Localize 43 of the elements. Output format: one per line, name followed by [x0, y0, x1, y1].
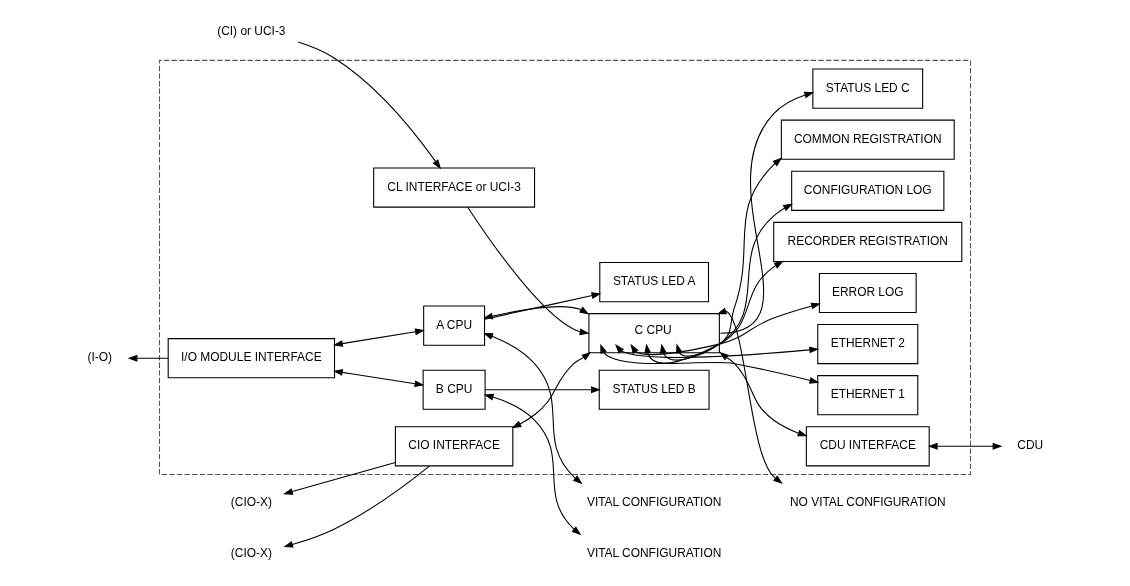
node-box: STATUS LED B [598, 369, 710, 410]
node-text: (CI) or UCI-3 [217, 24, 286, 39]
node-box: STATUS LED C [812, 68, 924, 109]
node-box: I/O MODULE INTERFACE [167, 338, 336, 379]
arrow [283, 462, 396, 495]
arrow [283, 465, 430, 548]
cluster [158, 59, 972, 476]
node-box: STATUS LED A [599, 262, 710, 303]
arrow [484, 292, 602, 320]
node-box: COMMON REGISTRATION [780, 119, 955, 160]
arrow [333, 369, 425, 388]
arrow [467, 206, 590, 336]
node-text: (CIO-X) [230, 494, 272, 509]
node-box: ETHERNET 2 [817, 324, 919, 365]
arrow [483, 393, 582, 536]
arrow [927, 442, 1003, 450]
node-text: NO VITAL CONFIGURATION [789, 494, 946, 509]
node-text: VITAL CONFIGURATION [586, 494, 722, 509]
node-text: (I-O) [87, 350, 112, 365]
arrow [676, 157, 783, 357]
node-box: B CPU [422, 369, 486, 410]
arrow [483, 333, 583, 485]
arrow [297, 41, 442, 170]
node-box: ETHERNET 1 [817, 375, 919, 416]
node-text: CDU [1017, 438, 1044, 453]
node-box: CDU INTERFACE [805, 426, 930, 467]
node-text: VITAL CONFIGURATION [586, 545, 722, 560]
node-box: CL INTERFACE or UCI-3 [373, 167, 536, 208]
node-text: (CIO-X) [230, 545, 272, 560]
arrow [483, 306, 590, 320]
arrow [630, 302, 821, 356]
arrow [484, 386, 601, 394]
arrow [719, 91, 815, 334]
arrow [600, 343, 820, 384]
arrow [127, 354, 169, 362]
arrow [333, 328, 425, 347]
arrow [615, 343, 820, 358]
node-box: CIO INTERFACE [394, 426, 514, 467]
node-box: A CPU [423, 305, 486, 346]
node-box: CONFIGURATION LOG [791, 170, 945, 211]
arrow [511, 351, 592, 429]
node-box: ERROR LOG [818, 272, 917, 314]
node-box: RECORDER REGISTRATION [773, 221, 963, 262]
